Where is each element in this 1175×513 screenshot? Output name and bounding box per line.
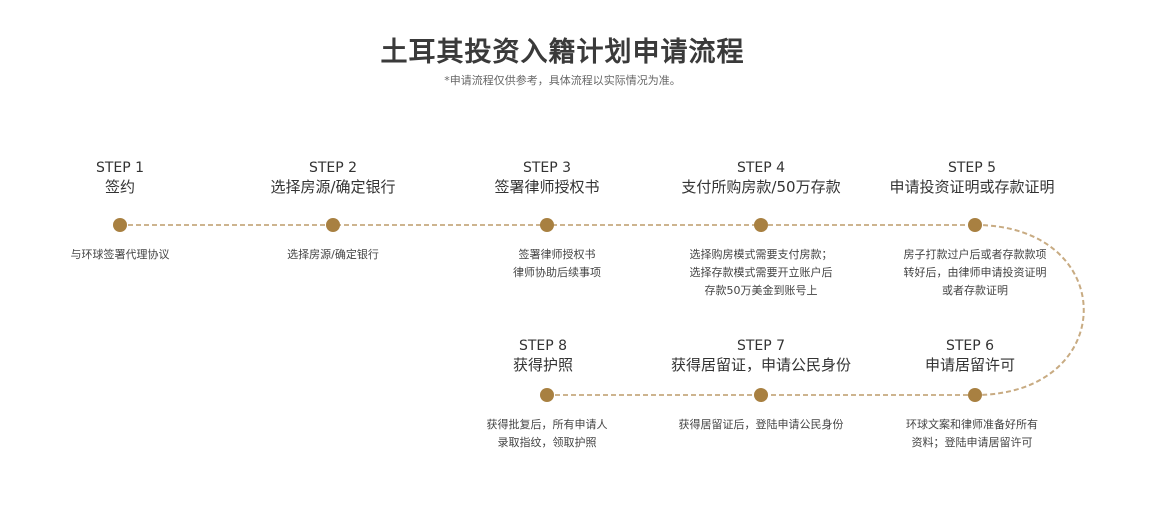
step-1-dot	[113, 218, 127, 232]
step-name: 支付所购房款/50万存款	[681, 178, 841, 196]
desc-line: 获得居留证后，登陆申请公民身份	[678, 418, 844, 431]
page-subtitle: *申请流程仅供参考，具体流程以实际情况为准。	[444, 74, 681, 87]
step-5-description: 房子打款过户后或者存款款项 转好后，由律师申请投资证明 或者存款证明	[865, 246, 1085, 300]
desc-line: 或者存款证明	[942, 284, 1008, 297]
desc-line: 获得批复后，所有申请人	[486, 418, 608, 431]
desc-line: 资料；登陆申请居留许可	[911, 436, 1033, 449]
step-7-description: 获得居留证后，登陆申请公民身份	[651, 416, 871, 434]
step-4-description: 选择购房模式需要支付房款； 选择存款模式需要开立账户后 存款50万美金到账号上	[651, 246, 871, 300]
step-name: 签约	[104, 178, 135, 196]
step-name: 获得护照	[512, 356, 573, 374]
step-3-description: 签署律师授权书 律师协助后续事项	[447, 246, 667, 282]
desc-line: 选择房源/确定银行	[287, 248, 379, 261]
desc-line: 与环球签署代理协议	[70, 248, 170, 261]
step-8: STEP 8 获得护照	[433, 337, 653, 375]
step-name: 申请居留许可	[924, 356, 1015, 374]
desc-line: 选择存款模式需要开立账户后	[689, 266, 833, 279]
step-8-description: 获得批复后，所有申请人 录取指纹，领取护照	[437, 416, 657, 452]
desc-line: 录取指纹，领取护照	[497, 436, 597, 449]
step-number: STEP 5	[947, 160, 997, 176]
step-4-dot	[754, 218, 768, 232]
step-2-description: 选择房源/确定银行	[223, 246, 443, 264]
desc-line: 签署律师授权书	[518, 248, 596, 261]
step-8-dot	[540, 388, 554, 402]
step-number: STEP 4	[736, 160, 786, 176]
desc-line: 存款50万美金到账号上	[704, 284, 818, 297]
step-3: STEP 3 签署律师授权书	[437, 159, 657, 197]
step-5: STEP 5 申请投资证明或存款证明	[852, 159, 1092, 197]
step-name: 签署律师授权书	[494, 178, 600, 196]
step-name: 获得居留证，申请公民身份	[670, 356, 851, 374]
desc-line: 律师协助后续事项	[513, 266, 601, 279]
step-6: STEP 6 申请居留许可	[860, 337, 1080, 375]
step-6-dot	[968, 388, 982, 402]
step-1: STEP 1 签约	[10, 159, 230, 197]
step-2: STEP 2 选择房源/确定银行	[223, 159, 443, 197]
timeline-curve	[974, 224, 1085, 396]
step-name: 选择房源/确定银行	[270, 178, 396, 196]
step-6-description: 环球文案和律师准备好所有 资料；登陆申请居留许可	[862, 416, 1082, 452]
step-number: STEP 6	[945, 338, 995, 354]
step-4: STEP 4 支付所购房款/50万存款	[651, 159, 871, 197]
desc-line: 转好后，由律师申请投资证明	[903, 266, 1047, 279]
step-2-dot	[326, 218, 340, 232]
step-number: STEP 2	[308, 160, 358, 176]
page-title: 土耳其投资入籍计划申请流程	[380, 37, 745, 68]
desc-line: 选择购房模式需要支付房款；	[689, 248, 833, 261]
step-number: STEP 1	[95, 160, 145, 176]
step-1-description: 与环球签署代理协议	[10, 246, 230, 264]
step-number: STEP 8	[518, 338, 568, 354]
step-3-dot	[540, 218, 554, 232]
step-number: STEP 3	[522, 160, 572, 176]
desc-line: 环球文案和律师准备好所有	[906, 418, 1038, 431]
step-7-dot	[754, 388, 768, 402]
desc-line: 房子打款过户后或者存款款项	[903, 248, 1047, 261]
step-7: STEP 7 获得居留证，申请公民身份	[641, 337, 881, 375]
step-number: STEP 7	[736, 338, 786, 354]
step-name: 申请投资证明或存款证明	[889, 178, 1055, 196]
step-5-dot	[968, 218, 982, 232]
